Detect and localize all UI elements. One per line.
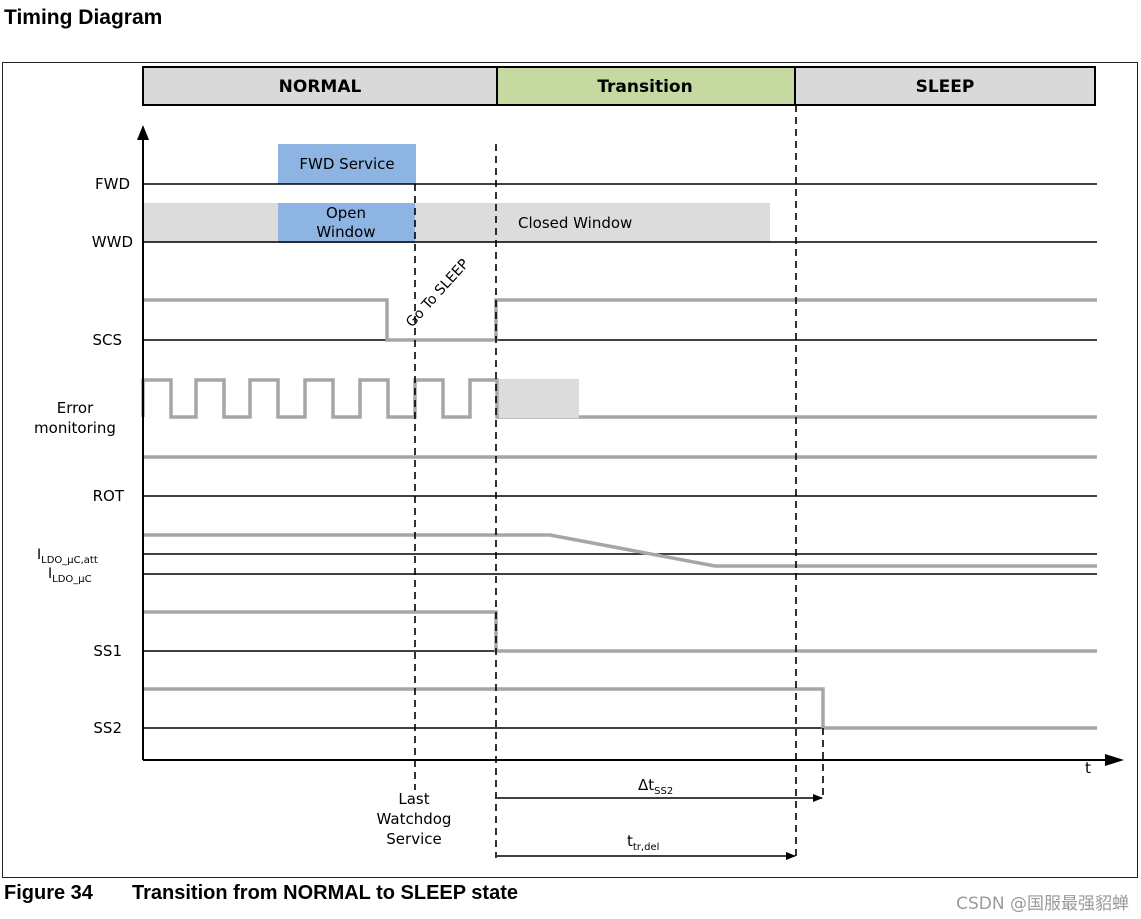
diagram-frame [2,62,1138,878]
fwd-service-box [278,144,416,184]
figure-caption: Figure 34 Transition from NORMAL to SLEEP… [4,882,518,905]
phase-header: NORMAL Transition SLEEP [142,66,1096,106]
error-monitoring-undefined-area [499,379,579,418]
closed-window-band [143,203,770,243]
page-heading: Timing Diagram [4,6,163,29]
phase-normal-box [142,66,498,106]
figure-number: Figure 34 [4,882,93,904]
last-watchdog-label-line3: Service [386,830,441,848]
phase-transition-box [496,66,796,106]
phase-normal-label: NORMAL [279,77,362,97]
signal-label-monitoring: monitoring [34,419,116,437]
ss2-trace [143,687,1097,730]
scs-trace [143,298,1097,342]
error-monitoring-trace [141,378,1097,419]
phase-transition-label: Transition [597,77,692,97]
open-window-label-line2: Window [316,223,375,241]
signal-label-fwd: FWD [95,175,130,193]
dashed-markers [414,105,824,858]
open-window-label-line1: Open [326,204,366,222]
closed-window-label: Closed Window [518,214,632,232]
t-tr-del-label: ttr,del [627,832,659,853]
signal-traces [141,298,1097,730]
signal-labels: FWD WWD SCS ROT SS1 SS2 [92,175,133,737]
signal-label-ildo-att: ILDO_μC,att [37,547,98,566]
last-watchdog-label-line2: Watchdog [377,810,452,828]
watermark: CSDN @国服最强貂蝉 [956,894,1129,914]
ildo-current-trace [143,533,1097,568]
signal-label-ss2: SS2 [93,719,122,737]
go-to-sleep-label: Go To SLEEP [403,256,472,331]
signal-label-wwd: WWD [92,233,133,251]
signal-label-rot: ROT [93,487,125,505]
figure-title: Transition from NORMAL to SLEEP state [132,882,518,904]
last-watchdog-label-line1: Last [398,790,429,808]
axes [137,125,1124,766]
signal-label-ildo: ILDO_μC [48,566,92,585]
signal-label-ss1: SS1 [93,642,122,660]
fwd-service-label: FWD Service [299,155,394,173]
y-axis-arrowhead [137,125,149,140]
time-axis-label: t [1085,759,1091,777]
phase-sleep-label: SLEEP [916,77,975,97]
time-axis-arrowhead [1105,754,1124,766]
signal-label-scs: SCS [92,331,122,349]
ss1-trace [143,610,1097,653]
phase-sleep-box [794,66,1096,106]
open-window-box [278,203,415,243]
signal-label-error: Error [57,399,94,417]
duration-arrows [497,794,823,860]
dt-ss2-label: ΔtSS2 [638,776,673,797]
